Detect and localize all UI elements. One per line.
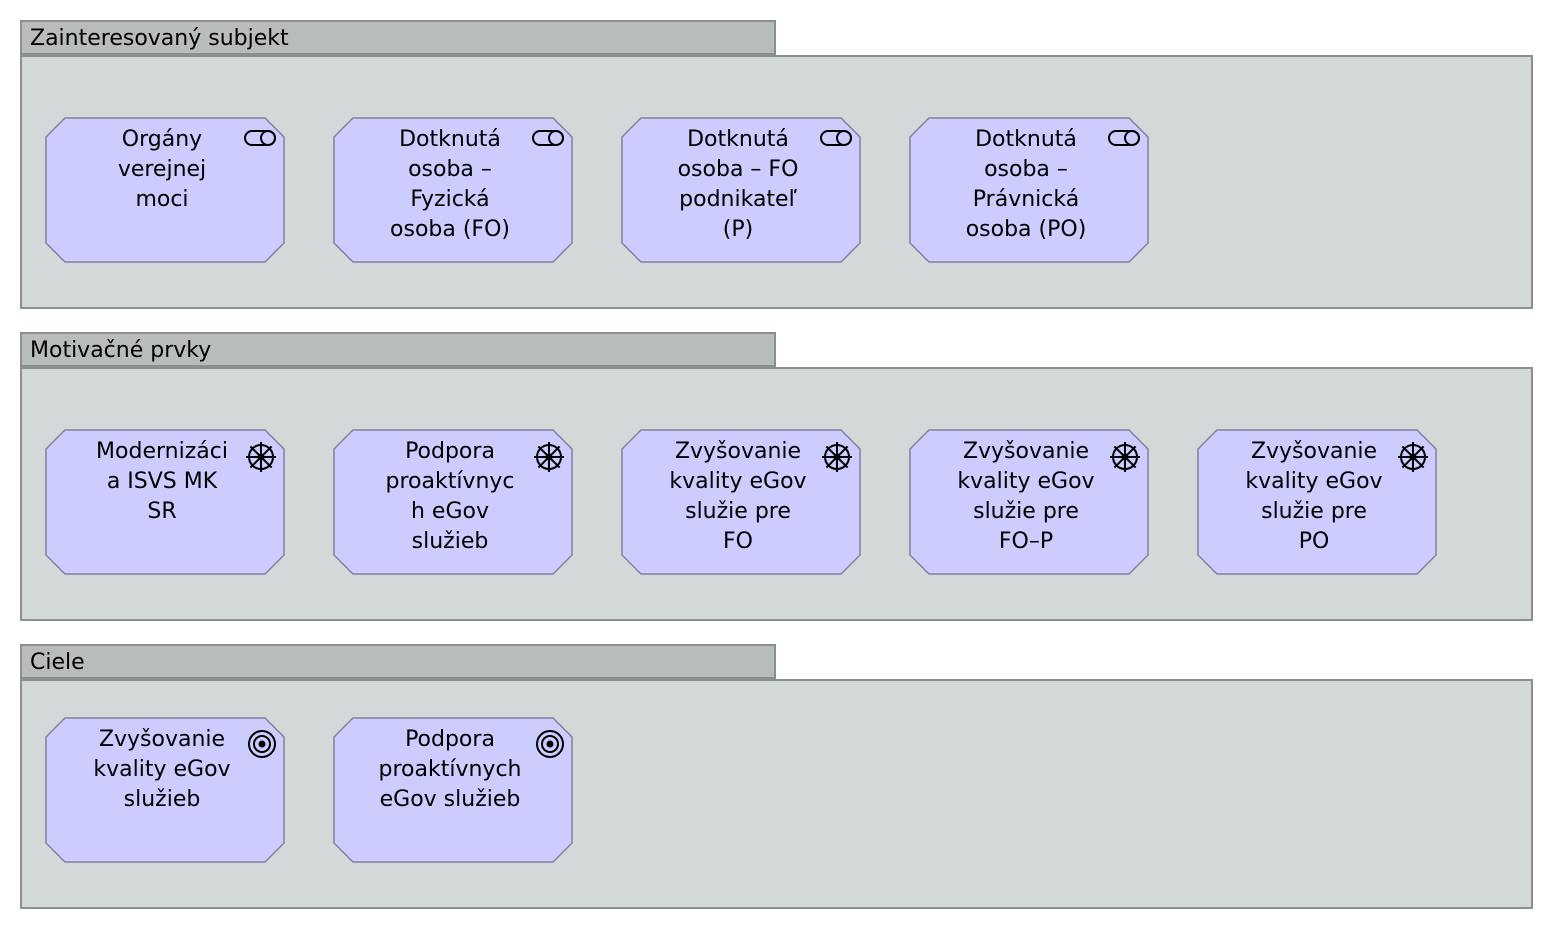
element-label: Dotknutá osoba – Fyzická osoba (FO) bbox=[390, 127, 510, 242]
element-organy-verejnej-moci[interactable]: Orgány verejnej moci bbox=[45, 117, 285, 263]
element-zvysovanie-kvality-fo-p[interactable]: Zvyšovanie kvality eGov služie pre FO–P bbox=[909, 429, 1149, 575]
role-icon bbox=[532, 130, 564, 146]
driver-icon bbox=[246, 442, 276, 472]
element-label: Podpora proaktívnych eGov služieb bbox=[378, 727, 522, 812]
group-body: Zvyšovanie kvality eGov služieb Podpora … bbox=[20, 679, 1533, 909]
driver-icon bbox=[822, 442, 852, 472]
driver-icon bbox=[1110, 442, 1140, 472]
element-zvysovanie-kvality-fo[interactable]: Zvyšovanie kvality eGov služie pre FO bbox=[621, 429, 861, 575]
role-icon bbox=[820, 130, 852, 146]
element-dotknuta-osoba-fo-podnikatel[interactable]: Dotknutá osoba – FO podnikateľ (P) bbox=[621, 117, 861, 263]
goal-icon bbox=[248, 730, 276, 758]
element-label: Zvyšovanie kvality eGov služieb bbox=[93, 727, 231, 812]
element-label: Orgány verejnej moci bbox=[117, 127, 207, 212]
group-title: Motivačné prvky bbox=[20, 332, 776, 367]
element-zvysovanie-kvality-po[interactable]: Zvyšovanie kvality eGov služie pre PO bbox=[1197, 429, 1437, 575]
element-dotknuta-osoba-fo[interactable]: Dotknutá osoba – Fyzická osoba (FO) bbox=[333, 117, 573, 263]
element-podpora-proaktivnych-sluzieb[interactable]: Podpora proaktívnyc h eGov služieb bbox=[333, 429, 573, 575]
element-dotknuta-osoba-po[interactable]: Dotknutá osoba – Právnická osoba (PO) bbox=[909, 117, 1149, 263]
driver-icon bbox=[1398, 442, 1428, 472]
group-body: Modernizáci a ISVS MK SR Podpora proaktí… bbox=[20, 367, 1533, 621]
element-label: Zvyšovanie kvality eGov služie pre PO bbox=[1245, 439, 1383, 554]
group-title: Zainteresovaný subjekt bbox=[20, 20, 776, 55]
group-body: Orgány verejnej moci Dotknutá osoba – Fy… bbox=[20, 55, 1533, 309]
element-label: Modernizáci a ISVS MK SR bbox=[96, 439, 228, 524]
element-label: Zvyšovanie kvality eGov služie pre FO–P bbox=[957, 439, 1095, 554]
element-zvysovanie-kvality-sluzieb[interactable]: Zvyšovanie kvality eGov služieb bbox=[45, 717, 285, 863]
element-podpora-proaktivnych-egov-sluzieb[interactable]: Podpora proaktívnych eGov služieb bbox=[333, 717, 573, 863]
role-icon bbox=[1108, 130, 1140, 146]
group-title: Ciele bbox=[20, 644, 776, 679]
element-label: Zvyšovanie kvality eGov služie pre FO bbox=[669, 439, 807, 554]
element-label: Podpora proaktívnyc h eGov služieb bbox=[385, 439, 515, 554]
goal-icon bbox=[536, 730, 564, 758]
role-icon bbox=[244, 130, 276, 146]
element-label: Dotknutá osoba – Právnická osoba (PO) bbox=[965, 127, 1087, 242]
driver-icon bbox=[534, 442, 564, 472]
element-label: Dotknutá osoba – FO podnikateľ (P) bbox=[677, 127, 799, 242]
element-modernizacia-isvs[interactable]: Modernizáci a ISVS MK SR bbox=[45, 429, 285, 575]
